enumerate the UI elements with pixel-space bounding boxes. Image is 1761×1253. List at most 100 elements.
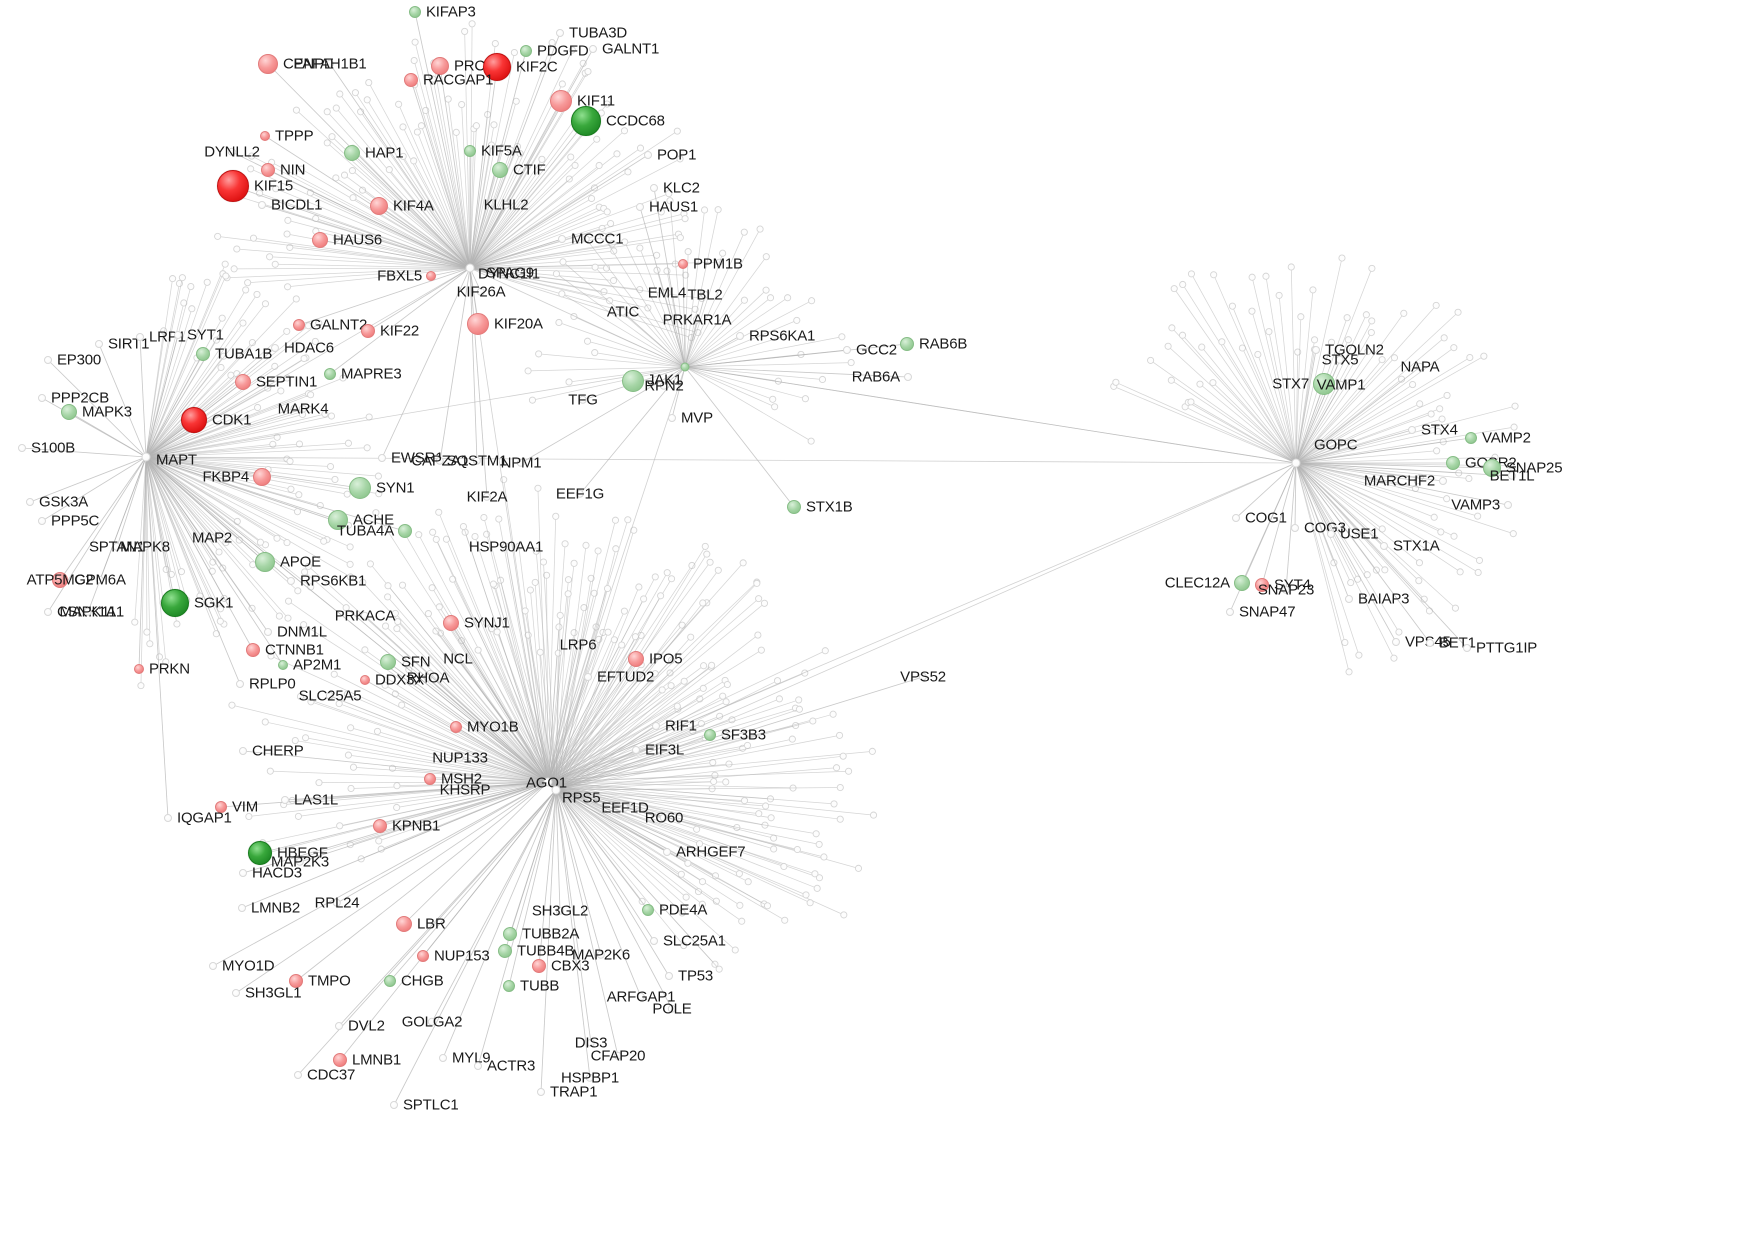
- protein-node-ppm1b[interactable]: [678, 259, 688, 269]
- protein-node-galnt2[interactable]: [293, 319, 305, 331]
- protein-node-ep300[interactable]: [44, 356, 52, 364]
- protein-node-mark4[interactable]: [298, 404, 308, 414]
- protein-node-slc25a1[interactable]: [650, 937, 658, 945]
- protein-node-ddx3x[interactable]: [360, 675, 370, 685]
- protein-node-tubb2a[interactable]: [503, 927, 517, 941]
- protein-node-mapk8[interactable]: [140, 542, 150, 552]
- protein-node-hbegf[interactable]: [248, 841, 272, 865]
- protein-node-prc1[interactable]: [431, 57, 449, 75]
- protein-node-rab6a[interactable]: [904, 373, 912, 381]
- protein-node-tp53[interactable]: [665, 972, 673, 980]
- protein-node-msh2[interactable]: [424, 773, 436, 785]
- protein-node-cbx3[interactable]: [532, 959, 546, 973]
- protein-node-nup153[interactable]: [417, 950, 429, 962]
- protein-node-eml4[interactable]: [662, 288, 672, 298]
- protein-node-nin[interactable]: [261, 163, 275, 177]
- protein-node-iqgap1[interactable]: [164, 814, 172, 822]
- protein-node-fbxl5[interactable]: [426, 271, 436, 281]
- protein-node-pttg1ip[interactable]: [1463, 644, 1471, 652]
- protein-node-sptlc1[interactable]: [390, 1101, 398, 1109]
- protein-node-vamp3[interactable]: [1504, 501, 1512, 509]
- protein-node-eftud2[interactable]: [584, 673, 592, 681]
- protein-node-kif22[interactable]: [361, 324, 375, 338]
- protein-node-golga2[interactable]: [427, 1017, 437, 1027]
- protein-node-dynll2[interactable]: [227, 147, 237, 157]
- protein-node-bet1l[interactable]: [1507, 471, 1517, 481]
- protein-node-myo1d[interactable]: [209, 962, 217, 970]
- protein-node-tuba3d[interactable]: [556, 29, 564, 37]
- protein-node-vps52[interactable]: [918, 672, 928, 682]
- protein-node-lmnb2[interactable]: [238, 904, 246, 912]
- protein-node-dvl2[interactable]: [335, 1022, 343, 1030]
- protein-node-gosr2[interactable]: [1446, 456, 1460, 470]
- protein-node-ncl[interactable]: [453, 654, 463, 664]
- protein-node-kif15[interactable]: [217, 170, 249, 202]
- protein-node-vim[interactable]: [215, 801, 227, 813]
- hub-node-ago1[interactable]: [543, 777, 553, 787]
- protein-node-kif20a[interactable]: [467, 313, 489, 335]
- protein-node-rplp0[interactable]: [236, 680, 244, 688]
- protein-node-khsrp[interactable]: [460, 785, 470, 795]
- protein-node-lbr[interactable]: [396, 916, 412, 932]
- protein-node-sptan1[interactable]: [112, 542, 122, 552]
- protein-node-fkbp4[interactable]: [253, 468, 271, 486]
- protein-node-prkar1a[interactable]: [692, 315, 702, 325]
- protein-node-kifap3[interactable]: [409, 6, 421, 18]
- protein-node-ache[interactable]: [328, 510, 348, 530]
- protein-node-rpn2[interactable]: [659, 381, 669, 391]
- protein-node-tmpo[interactable]: [289, 974, 303, 988]
- protein-node-csnk1a1[interactable]: [44, 608, 52, 616]
- protein-node-galnt1[interactable]: [589, 45, 597, 53]
- protein-node-lrp6[interactable]: [573, 640, 583, 650]
- protein-node-vamp1[interactable]: [1336, 380, 1346, 390]
- protein-node-pole[interactable]: [667, 1004, 677, 1014]
- protein-node-mapk3[interactable]: [61, 404, 77, 420]
- protein-node-sirt1[interactable]: [95, 340, 103, 348]
- protein-node-sh3gl2[interactable]: [555, 906, 565, 916]
- protein-node-mvp[interactable]: [668, 414, 676, 422]
- protein-node-rpl24[interactable]: [332, 898, 342, 908]
- protein-node-eef1g[interactable]: [575, 489, 585, 499]
- protein-node-jak1[interactable]: [622, 370, 644, 392]
- protein-node-gcc2[interactable]: [843, 346, 851, 354]
- protein-node-rhoa[interactable]: [423, 673, 433, 683]
- protein-node-tubb[interactable]: [503, 980, 515, 992]
- protein-node-sf3b3[interactable]: [704, 729, 716, 741]
- protein-node-map2k6[interactable]: [596, 950, 606, 960]
- protein-node-tppp[interactable]: [260, 131, 270, 141]
- protein-node-ppp2cb[interactable]: [38, 394, 46, 402]
- protein-node-stx4[interactable]: [1408, 426, 1416, 434]
- protein-node-lmnb1[interactable]: [333, 1053, 347, 1067]
- protein-node-arhgef7[interactable]: [663, 848, 671, 856]
- protein-node-pde4a[interactable]: [642, 904, 654, 916]
- protein-node-klhl2[interactable]: [501, 200, 511, 210]
- protein-node-s100b[interactable]: [18, 444, 26, 452]
- protein-node-cenpe[interactable]: [258, 54, 278, 74]
- protein-node-cdc37[interactable]: [294, 1071, 302, 1079]
- protein-node-tuba4a[interactable]: [398, 524, 412, 538]
- protein-node-npm1[interactable]: [516, 458, 526, 468]
- protein-node-eif3l[interactable]: [632, 746, 640, 754]
- protein-node-snap47[interactable]: [1226, 608, 1234, 616]
- protein-node-sgk1[interactable]: [161, 589, 189, 617]
- protein-node-eef1d[interactable]: [620, 803, 630, 813]
- protein-node-atp5mc2[interactable]: [52, 572, 68, 588]
- protein-node-stx1b[interactable]: [787, 500, 801, 514]
- protein-node-hacd3[interactable]: [239, 869, 247, 877]
- protein-node-cfap20[interactable]: [613, 1051, 623, 1061]
- protein-node-lrp1[interactable]: [136, 333, 144, 341]
- protein-node-cog1[interactable]: [1232, 514, 1240, 522]
- protein-node-baiap3[interactable]: [1345, 595, 1353, 603]
- protein-node-pafah1b1[interactable]: [325, 59, 335, 69]
- protein-node-syt4[interactable]: [1255, 578, 1269, 592]
- protein-node-nup133[interactable]: [455, 753, 465, 763]
- protein-node-dis3[interactable]: [586, 1038, 596, 1048]
- protein-node-hsp90aa1[interactable]: [501, 542, 511, 552]
- protein-node-kif5a[interactable]: [464, 145, 476, 157]
- protein-node-chgb[interactable]: [384, 975, 396, 987]
- protein-node-syt1[interactable]: [174, 331, 182, 339]
- protein-node-tgoln2[interactable]: [1312, 346, 1320, 354]
- protein-node-hdac6[interactable]: [271, 344, 279, 352]
